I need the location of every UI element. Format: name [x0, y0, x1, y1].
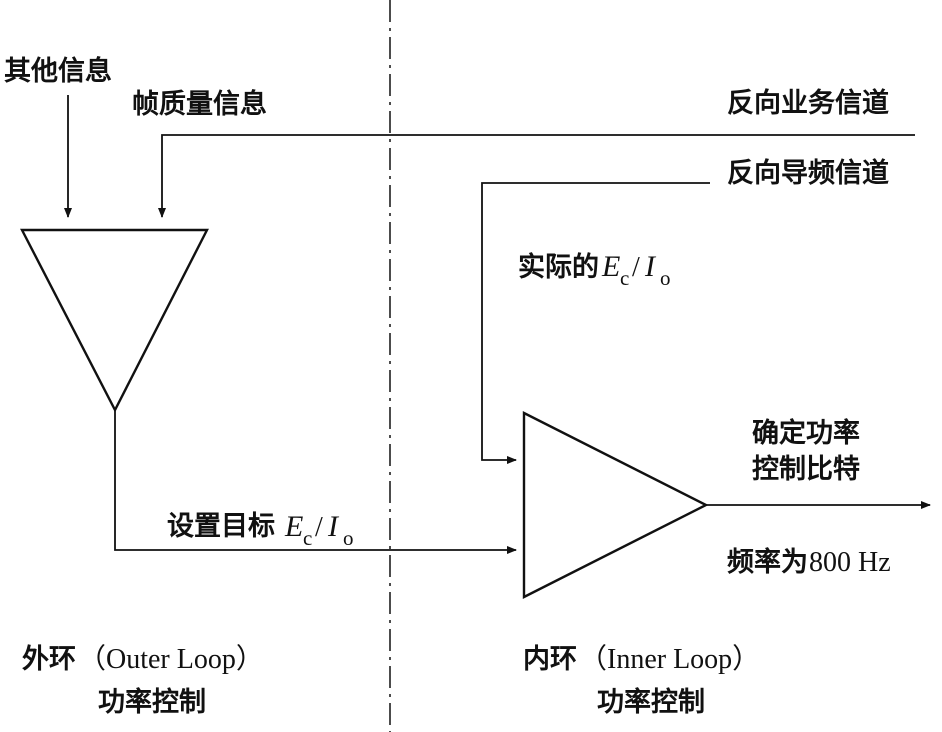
target-ratio-I: I: [327, 510, 340, 543]
reverse-traffic-channel-label: 反向业务信道: [727, 87, 889, 119]
target-ratio-arrow: [114, 410, 517, 554]
actual-ratio-E: E: [601, 250, 620, 283]
actual-ratio-c: c: [620, 266, 629, 290]
inner-loop-caption-line2: 功率控制: [597, 686, 705, 718]
actual-ratio-label: 实际的: [518, 251, 599, 283]
inner-loop-caption-cjk: 内环: [523, 644, 577, 675]
target-ratio-E: E: [284, 510, 303, 543]
pilot-feedback-arrow: [481, 182, 710, 464]
output-label-line2: 控制比特: [752, 454, 860, 485]
actual-ratio-slash: /: [632, 252, 640, 283]
target-ratio-o: o: [343, 526, 354, 550]
inner-loop-triangle: [522, 411, 709, 599]
frame-quality-feedback-arrow: [158, 134, 915, 218]
input-frame-quality-label: 帧质量信息: [132, 88, 267, 120]
inner-loop-caption-latin: （Inner Loop）: [579, 643, 760, 675]
target-ratio-c: c: [303, 526, 312, 550]
output-label-line1: 确定功率: [752, 417, 860, 449]
outer-loop-caption-cjk: 外环: [22, 644, 76, 675]
actual-ratio-I: I: [644, 250, 657, 283]
target-ratio-label: 设置目标: [167, 511, 275, 542]
outer-loop-triangle: [20, 228, 209, 413]
outer-loop-caption-latin: （Outer Loop）: [78, 643, 264, 675]
actual-ratio-o: o: [660, 266, 671, 290]
target-ratio-formula: E c / I o: [284, 510, 354, 550]
reverse-pilot-channel-label: 反向导频信道: [727, 157, 889, 189]
rate-label-value: 800 Hz: [809, 547, 891, 578]
target-ratio-slash: /: [315, 512, 323, 543]
outer-loop-caption-line2: 功率控制: [98, 686, 206, 718]
actual-ratio-formula: E c / I o: [601, 250, 671, 290]
input-other-info-label: 其他信息: [4, 55, 112, 87]
rate-label-prefix: 频率为: [727, 546, 808, 578]
